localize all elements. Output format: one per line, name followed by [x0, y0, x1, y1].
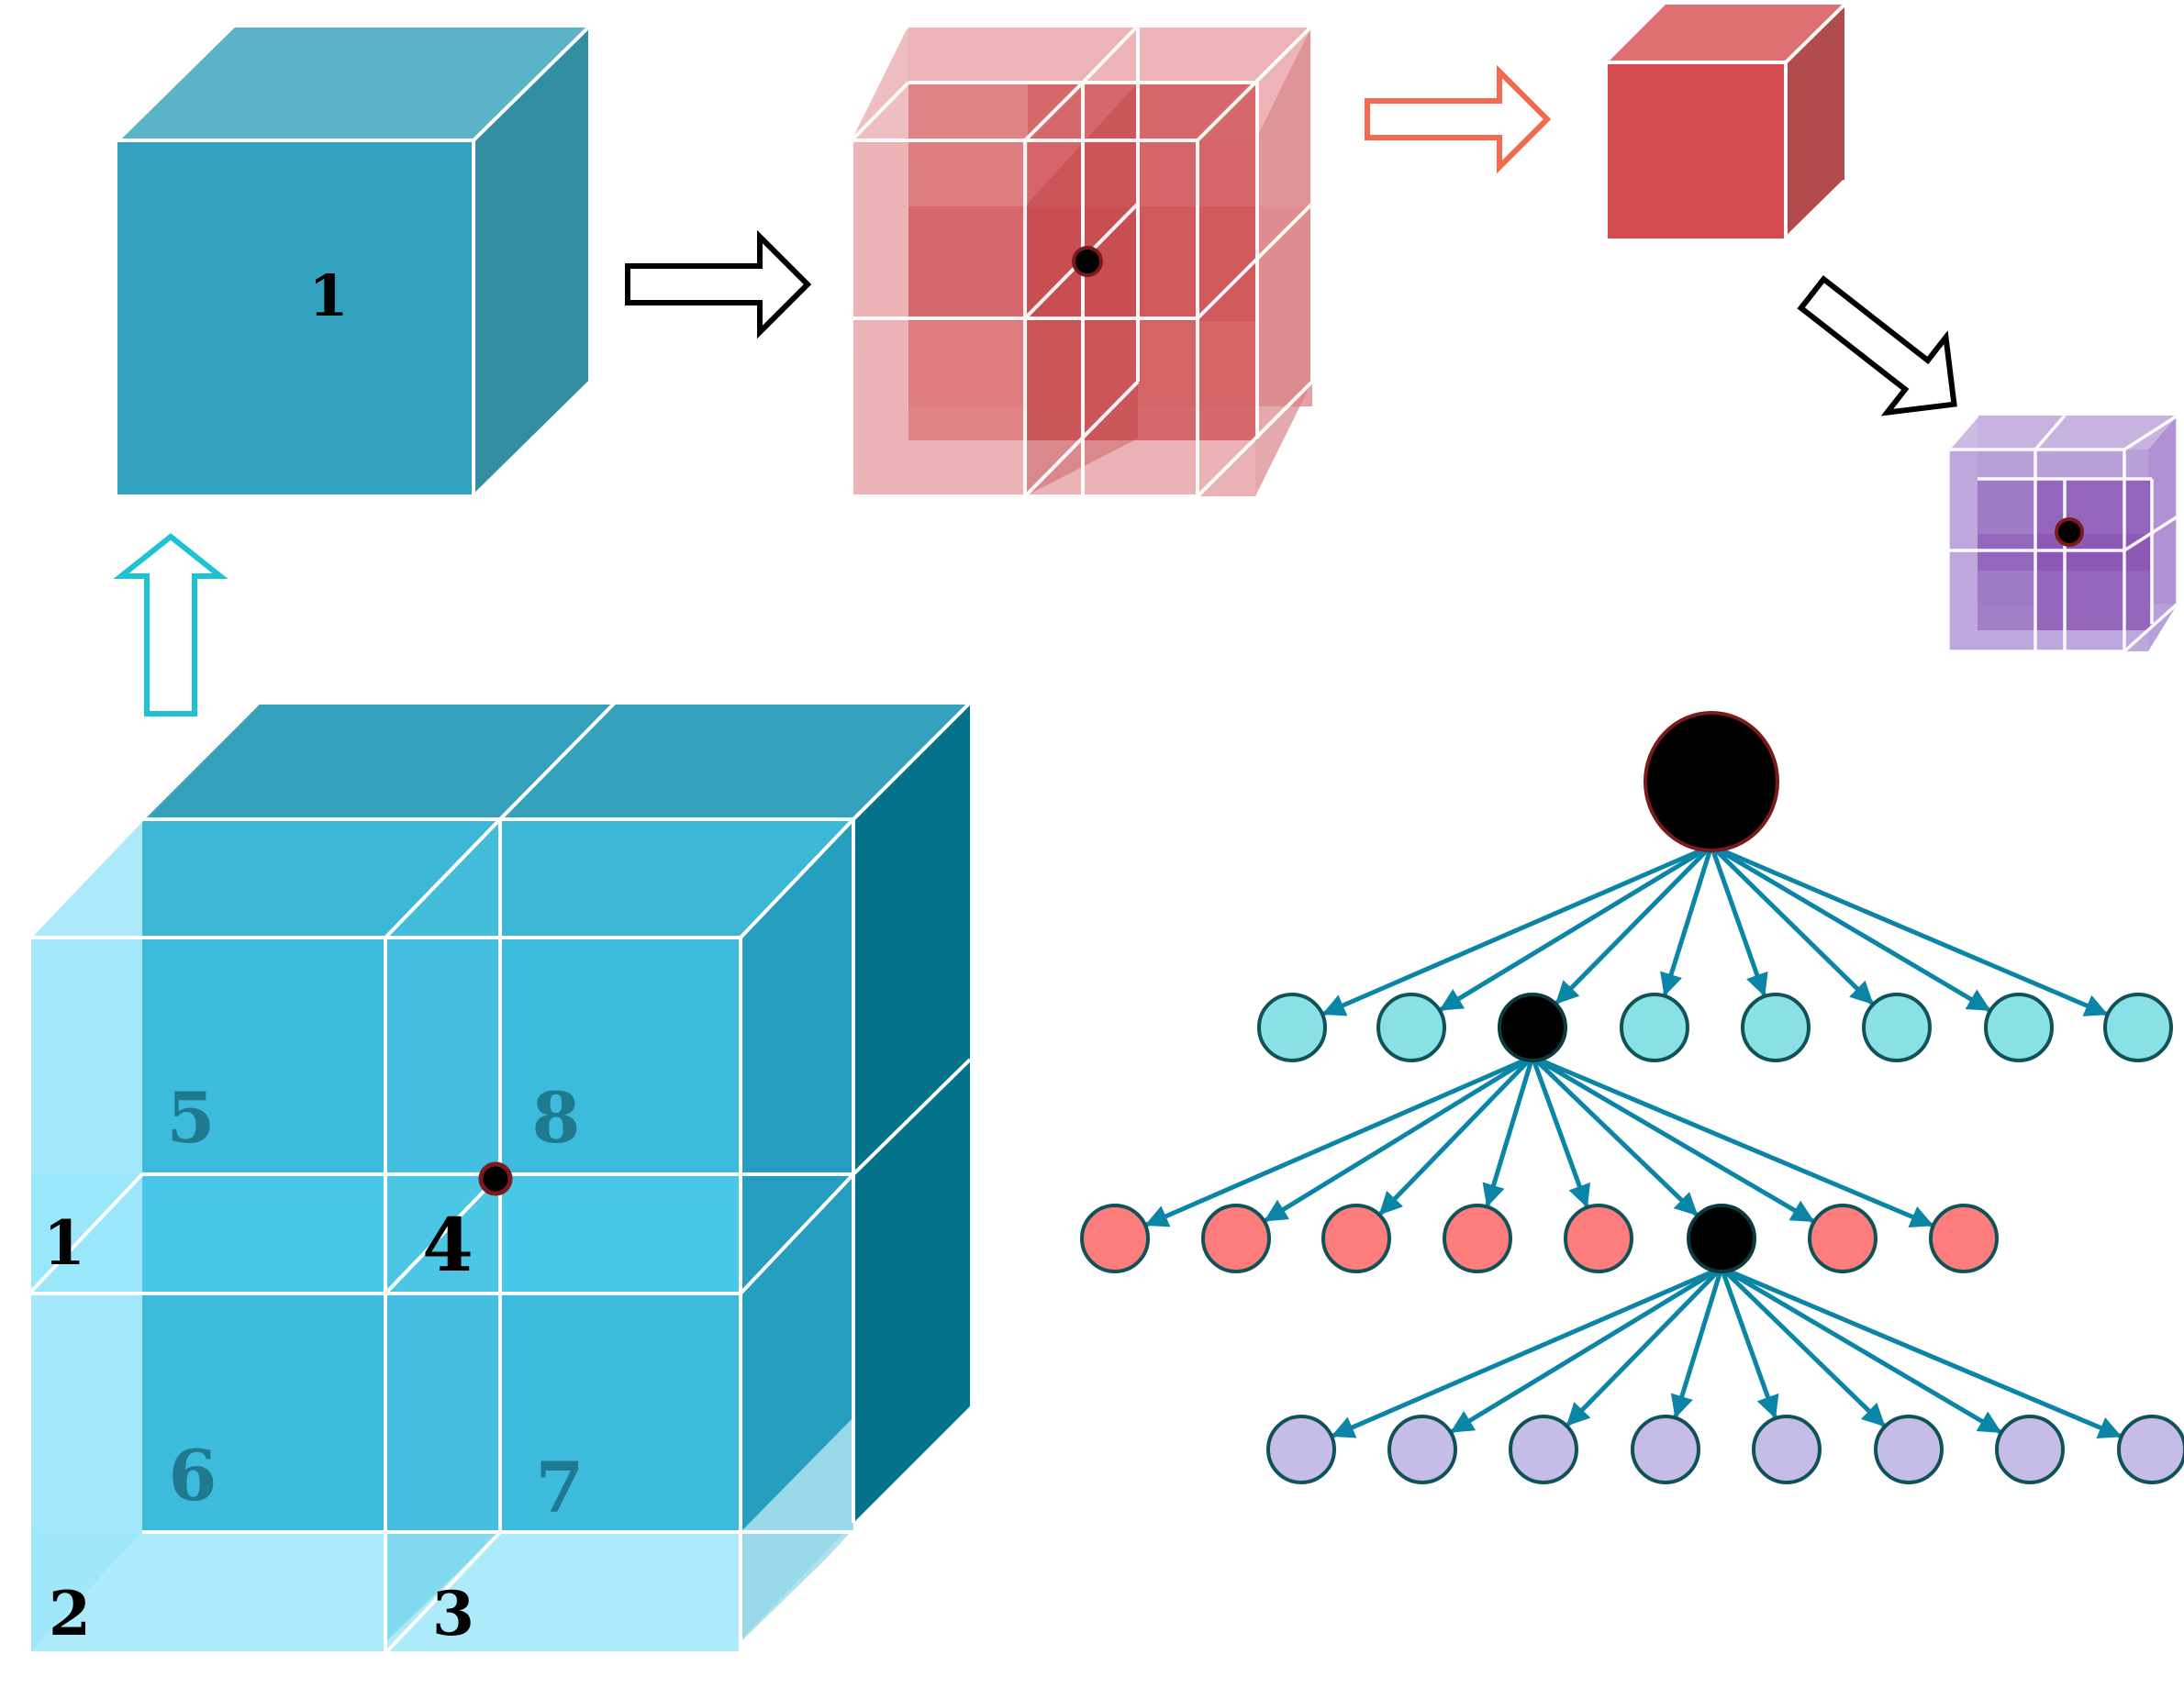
tree-edge-level1-5 — [1709, 845, 1768, 997]
tree-node-level3-3 — [1509, 1415, 1578, 1484]
tree-edge-level2-8 — [1532, 1054, 1934, 1228]
tree-edge-level3-5 — [1719, 1267, 1779, 1419]
tree-node-level1-8 — [2103, 993, 2173, 1062]
teal-subdivided-cube: 1 2 3 4 5 6 7 8 — [28, 701, 972, 1655]
tree-node-level3-6 — [1874, 1415, 1944, 1484]
tree-expanded-node-level1-3 — [1498, 993, 1567, 1062]
tree-edge-level2-6 — [1531, 1055, 1699, 1216]
red-cube-center-point — [1072, 246, 1103, 277]
big-cube-center-point — [478, 1161, 513, 1196]
small-red-cube-side-face — [1786, 5, 1844, 239]
tree-edge-level1-3 — [1554, 844, 1713, 1005]
tree-node-level3-2 — [1387, 1415, 1457, 1484]
big-cube-edges — [28, 701, 972, 1655]
tree-edge-level1-4 — [1660, 845, 1714, 997]
tree-edge-level1-6 — [1710, 844, 1874, 1005]
purple-subdivided-cube — [1946, 414, 2179, 653]
tree-edge-level2-4 — [1482, 1056, 1535, 1208]
octant-label-1: 1 — [43, 1207, 85, 1279]
tree-edge-level1-8 — [1710, 843, 2109, 1016]
teal-cube-label: 1 — [308, 262, 348, 329]
tree-node-level2-4 — [1443, 1204, 1512, 1273]
small-red-cube-top-face — [1608, 5, 1844, 62]
tree-node-level2-5 — [1564, 1204, 1633, 1273]
octant-label-5: 5 — [167, 1077, 216, 1159]
tree-edge-level1-1 — [1321, 843, 1712, 1016]
tree-edge-level1-7 — [1710, 843, 1991, 1012]
big-cube-side-face — [853, 703, 970, 1523]
tree-node-level2-7 — [1808, 1204, 1878, 1273]
teal-cube-top-face — [117, 26, 590, 140]
tree-node-level1-1 — [1257, 993, 1327, 1062]
tree-nodes — [1080, 711, 2184, 1484]
teal-cube-level0: 1 — [116, 24, 592, 498]
tree-expanded-node-level2-6 — [1687, 1204, 1756, 1273]
small-red-cube-front-face — [1608, 62, 1786, 239]
purple-cube-center-point — [2055, 517, 2084, 547]
teal-cube-edges — [116, 24, 592, 498]
teal-cube-front-face — [117, 140, 474, 496]
tree-edge-level3-1 — [1331, 1265, 1722, 1438]
tree-edge-level3-2 — [1450, 1265, 1723, 1434]
tree-node-level1-4 — [1620, 993, 1689, 1062]
tree-node-level3-7 — [1995, 1415, 2065, 1484]
red-side-face — [1255, 26, 1312, 496]
tree-edge-level2-1 — [1144, 1054, 1533, 1227]
tree-node-level3-8 — [2117, 1415, 2184, 1484]
arrow-up-cyan — [113, 533, 228, 716]
tree-node-level2-2 — [1201, 1204, 1271, 1273]
tree-node-level3-1 — [1266, 1415, 1336, 1484]
arrow-right-black — [625, 229, 812, 339]
tree-edge-level3-4 — [1670, 1267, 1724, 1419]
arrow-diagonal-black — [1797, 275, 1957, 416]
tree-edges — [1144, 843, 2123, 1438]
tree-edge-level2-2 — [1264, 1054, 1534, 1223]
tree-edge-level3-6 — [1720, 1266, 1886, 1427]
tree-node-level1-2 — [1376, 993, 1446, 1062]
tree-edge-level2-5 — [1530, 1056, 1591, 1208]
red-subdivided-cube — [850, 24, 1314, 498]
red-cube-edges — [850, 24, 1314, 498]
arrow-right-orange — [1365, 64, 1552, 174]
tree-node-level3-4 — [1631, 1415, 1700, 1484]
octant-label-2: 2 — [49, 1578, 91, 1649]
tree-node-level3-5 — [1752, 1415, 1822, 1484]
octant-label-8: 8 — [532, 1077, 581, 1159]
octant-label-6: 6 — [169, 1435, 217, 1516]
tree-node-level2-8 — [1929, 1204, 1999, 1273]
red-cube-octant — [1608, 3, 1846, 240]
tree-edge-level2-3 — [1378, 1055, 1534, 1216]
octant-label-3: 3 — [432, 1578, 474, 1649]
tree-edge-level2-7 — [1531, 1054, 1815, 1223]
octant-label-4: 4 — [422, 1202, 474, 1288]
tree-node-level1-5 — [1741, 993, 1811, 1062]
tree-edge-level3-7 — [1720, 1265, 2002, 1434]
teal-cube-side-face — [474, 26, 590, 496]
tree-node-level2-3 — [1321, 1204, 1391, 1273]
octant-label-7: 7 — [536, 1447, 585, 1528]
tree-node-level1-7 — [1984, 993, 2054, 1062]
tree-edge-level3-8 — [1721, 1265, 2123, 1438]
tree-edge-level3-3 — [1566, 1266, 1723, 1427]
tree-node-level1-6 — [1862, 993, 1932, 1062]
tree-edge-level1-2 — [1439, 843, 1713, 1012]
tree-root-node — [1644, 711, 1779, 852]
tree-node-level2-1 — [1080, 1204, 1150, 1273]
